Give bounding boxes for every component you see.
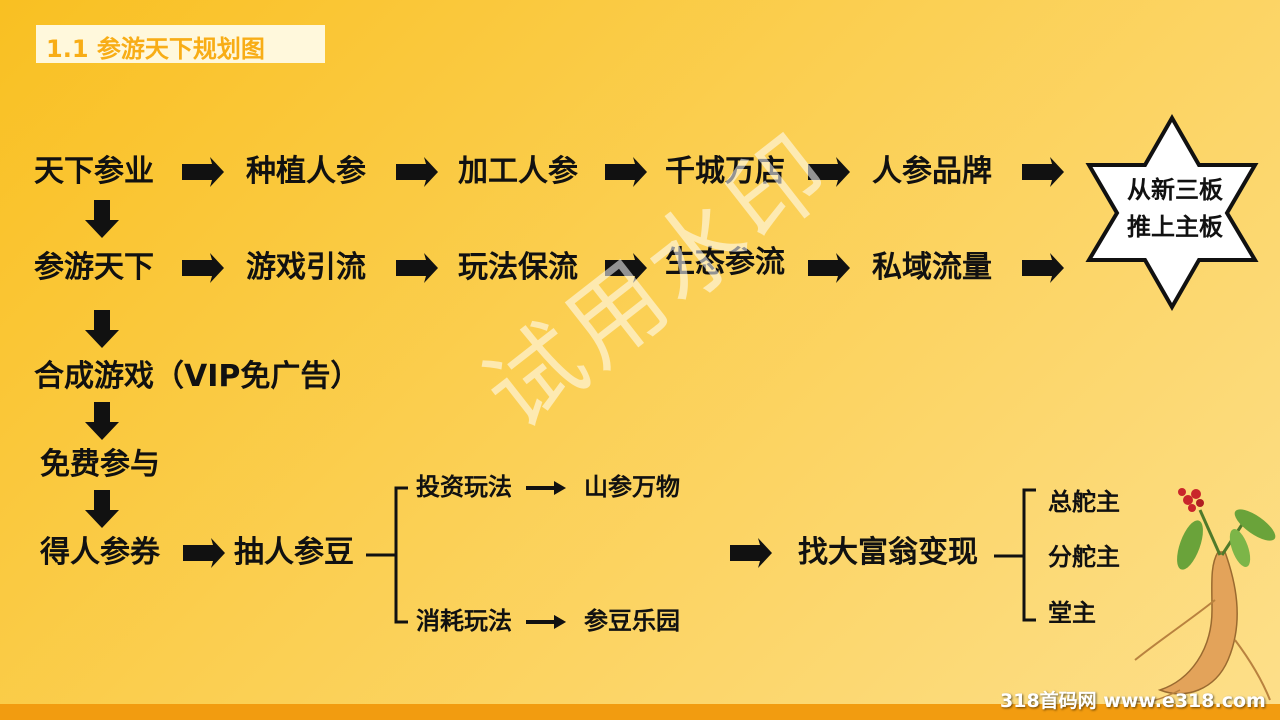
node-qiancheng: 千城万店 [665, 154, 785, 189]
bottom-bar [0, 704, 1280, 720]
arrow-right-icon [1022, 253, 1064, 283]
arrow-right-icon [730, 538, 772, 568]
node-xiaohao: 消耗玩法 [416, 607, 512, 635]
arrow-right-icon [808, 253, 850, 283]
node-derenshen: 得人参券 [40, 535, 160, 570]
arrow-right-icon [182, 157, 224, 187]
arrow-right-icon [182, 253, 224, 283]
node-pinpai: 人参品牌 [872, 154, 992, 189]
arrow-right-icon [396, 253, 438, 283]
star-shape [1085, 113, 1259, 312]
level-zongduozhu: 总舵主 [1048, 488, 1120, 516]
node-wanfa-baoliu: 玩法保流 [458, 250, 578, 285]
star-line-2: 推上主板 [1127, 213, 1223, 241]
arrow-down-icon [85, 402, 119, 440]
title-box: 1.1 参游天下规划图 [36, 25, 325, 63]
level-tangzhu: 堂主 [1048, 599, 1096, 627]
node-choushendou: 抽人参豆 [234, 535, 354, 570]
node-zhongzhi: 种植人参 [246, 154, 366, 189]
ginseng-icon [1129, 488, 1276, 703]
node-jiagong: 加工人参 [458, 154, 578, 189]
level-fenduozhu: 分舵主 [1048, 543, 1120, 571]
page-title: 1.1 参游天下规划图 [46, 35, 265, 63]
arrow-right-icon [396, 157, 438, 187]
node-tianxia-shenye: 天下参业 [34, 154, 154, 189]
arrow-right-icon [605, 157, 647, 187]
node-mianfei: 免费参与 [40, 447, 160, 482]
node-shengtai: 生态参流 [665, 245, 785, 280]
arrow-down-icon [85, 310, 119, 348]
star-line-1: 从新三板 [1127, 176, 1223, 204]
node-hecheng: 合成游戏（VIP免广告） [34, 359, 361, 394]
node-shanshen: 山参万物 [584, 473, 680, 501]
node-touzi: 投资玩法 [416, 473, 512, 501]
footer-watermark: 318首码网 www.e318.com [1000, 690, 1266, 712]
arrow-right-icon [183, 538, 225, 568]
node-dafuweng: 找大富翁变现 [798, 535, 978, 570]
arrow-right-icon [1022, 157, 1064, 187]
node-shendou: 参豆乐园 [584, 607, 680, 635]
node-shenyou-tianxia: 参游天下 [34, 250, 154, 285]
arrow-down-icon [85, 490, 119, 528]
node-youxi-yinliu: 游戏引流 [246, 250, 366, 285]
arrow-down-icon [85, 200, 119, 238]
node-siyu: 私域流量 [872, 250, 992, 285]
